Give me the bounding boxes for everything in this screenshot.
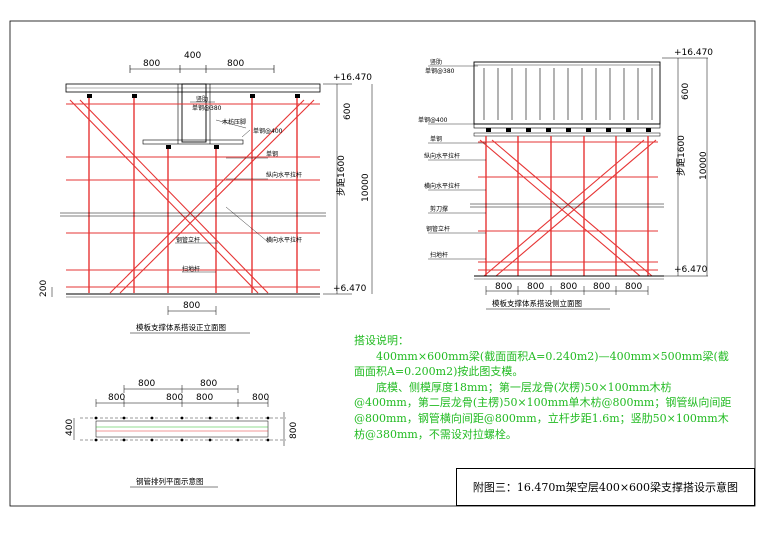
- front-label-stud-spacing: 单钢@380: [192, 104, 222, 112]
- side-beam: [473, 61, 661, 125]
- side-dim-bottom-4: 800: [593, 282, 610, 292]
- side-caption: 模板支撑体系搭设侧立面图: [492, 298, 582, 308]
- notes-line-1: 400mm×600mm梁(截面面积A=0.240m2)—400mm×500mm梁…: [354, 349, 729, 379]
- side-label-stud-spacing: 单钢@380: [425, 67, 455, 75]
- front-beam-bottom-bar: [142, 139, 244, 145]
- front-dim-800-right: 800: [227, 59, 244, 69]
- side-elev-top: +16.470: [674, 48, 713, 58]
- front-label-steel-post: 钢管立杆: [176, 236, 200, 244]
- front-diagonal-braces: [69, 99, 315, 294]
- front-label-sweep-bar: 扫地杆: [182, 265, 200, 273]
- side-horizontal-bars: [478, 141, 658, 271]
- construction-notes: 搭设说明： 400mm×600mm梁(截面面积A=0.240m2)—400mm×…: [354, 333, 734, 442]
- side-label-stud: 竖肋: [430, 58, 442, 66]
- side-label-steel-post: 钢管立杆: [426, 225, 450, 233]
- plan-dim-lower-4: 800: [252, 393, 269, 403]
- side-label-single: 单钢: [430, 135, 442, 143]
- front-label-single: 单钢: [266, 150, 278, 158]
- notes-heading: 搭设说明：: [354, 334, 409, 347]
- front-caption: 模板支撑体系搭设正立面图: [136, 322, 226, 332]
- side-dim-total: 10000: [699, 151, 709, 180]
- title-block: 附图三：16.470m架空层400×600梁支撑搭设示意图: [456, 468, 755, 506]
- side-label-single-400: 单钢@400: [418, 116, 448, 124]
- front-dim-200: 200: [39, 280, 49, 297]
- front-elev-bottom: +6.470: [333, 284, 367, 294]
- side-label-trans-bar: 横向水平拉杆: [424, 182, 460, 190]
- plan-caption: 钢管排列平面示意图: [136, 476, 204, 486]
- front-horizontal-bars: [66, 103, 320, 288]
- front-steel-posts: [88, 98, 298, 293]
- side-studs: [483, 68, 653, 120]
- side-steel-posts: [485, 136, 649, 276]
- front-dim-total: 10000: [361, 173, 371, 202]
- front-label-stud: 竖肋: [196, 95, 208, 103]
- side-label-sweep-bar: 扫地杆: [430, 251, 448, 259]
- side-dim-step: 步距1600: [676, 135, 687, 176]
- plan-view: 800 800 800 800 800 800 400 800 钢管排列平面示意…: [65, 379, 299, 488]
- front-dim-bottom: 800: [183, 301, 200, 311]
- side-elev-bottom: +6.470: [674, 265, 708, 275]
- front-label-long-bar: 纵向水平拉杆: [266, 171, 302, 179]
- front-dim-800-left: 800: [143, 59, 160, 69]
- side-dim-bottom-2: 800: [527, 282, 544, 292]
- plan-dim-lower-1: 800: [108, 393, 125, 403]
- side-dim-bottom-3: 800: [560, 282, 577, 292]
- plan-dim-left: 400: [65, 419, 75, 436]
- side-diagonal-braces: [479, 139, 657, 277]
- front-elevation: 800 400 800: [39, 51, 372, 334]
- plan-dim-upper-2: 800: [200, 379, 217, 389]
- front-label-wood-block: 木枋压脚: [222, 118, 246, 126]
- sheet-border: [9, 20, 756, 507]
- side-dim-bottom-5: 800: [625, 282, 642, 292]
- front-label-single-400: 单钢@400: [253, 127, 283, 135]
- front-label-trans-bar: 横向水平拉杆: [266, 236, 302, 244]
- front-dim-600: 600: [343, 103, 353, 120]
- plan-beam: [95, 420, 269, 438]
- side-label-long-bar: 纵向水平拉杆: [424, 152, 460, 160]
- front-beam: [181, 83, 207, 143]
- plan-dim-lower-2: 800: [166, 393, 183, 403]
- side-dim-bottom-1: 800: [495, 282, 512, 292]
- side-dim-600: 600: [681, 83, 691, 100]
- plan-dim-lower-3: 800: [196, 393, 213, 403]
- front-dim-step: 步距1600: [336, 155, 347, 196]
- drawing-title: 附图三：16.470m架空层400×600梁支撑搭设示意图: [472, 481, 739, 494]
- front-elev-top: +16.470: [333, 73, 372, 83]
- notes-line-2: 底模、侧模厚度18mm；第一层龙骨(次楞)50×100mm木枋@400mm，第二…: [354, 380, 732, 441]
- plan-dim-right: 800: [289, 422, 299, 439]
- side-label-scissor: 剪刀撑: [430, 205, 448, 213]
- front-dim-400: 400: [184, 51, 201, 61]
- side-elevation: +16.470 +6.470 600 步距1600 10000 800 800 …: [418, 48, 713, 310]
- plan-dim-upper-1: 800: [138, 379, 155, 389]
- side-blocks: [486, 128, 651, 132]
- plan-posts: [94, 416, 270, 442]
- front-slab-blocks: [87, 94, 300, 149]
